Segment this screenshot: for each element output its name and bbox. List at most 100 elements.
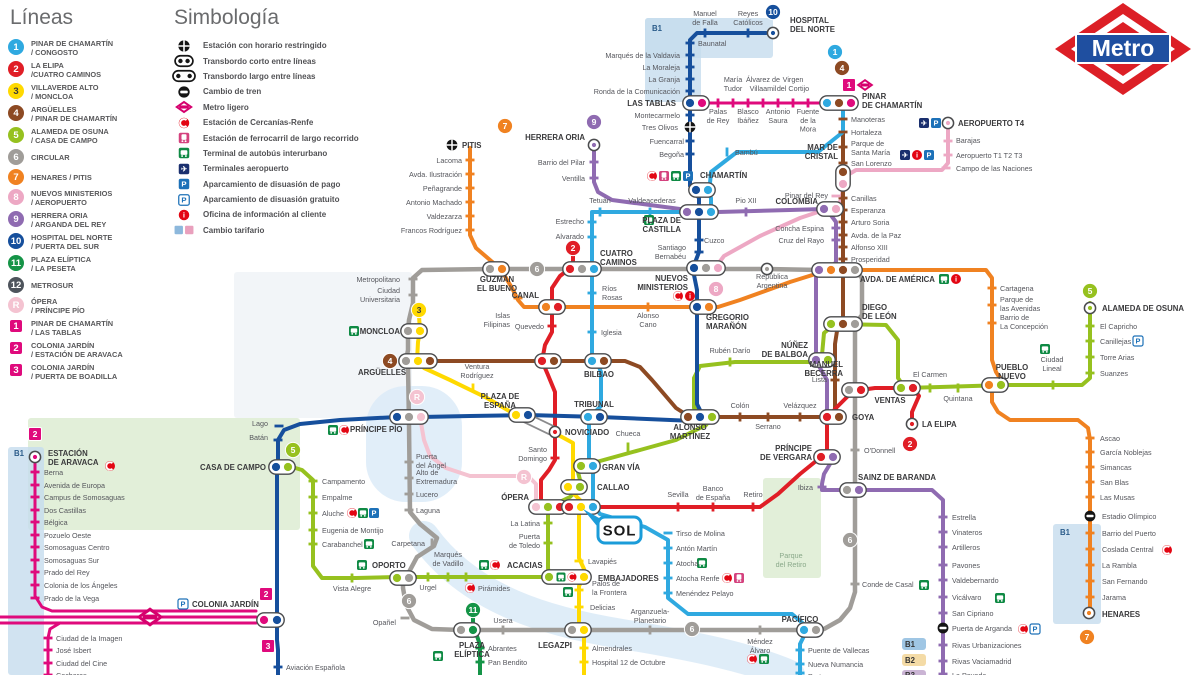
station-tick (943, 139, 953, 143)
interchange (562, 261, 602, 277)
interchange (796, 622, 824, 638)
bus-icon (671, 171, 681, 181)
station-tick (838, 196, 848, 200)
station-tick (938, 595, 948, 599)
svg-text:2: 2 (33, 429, 38, 439)
station-tick (938, 672, 948, 675)
legend-symbol-name: Terminales aeropuerto (203, 164, 289, 174)
station-label: PITIS (462, 141, 482, 150)
station-tick (1085, 595, 1095, 599)
pp-icon: P (369, 508, 379, 518)
pf-icon: P (1132, 335, 1144, 347)
bus-icon (349, 326, 359, 336)
station-tick (694, 238, 704, 242)
legend-line-name: ARGÜELLES/ PINAR DE CHAMARTÍN (31, 105, 118, 123)
station-tick (838, 245, 848, 249)
station-tick (663, 591, 673, 595)
station-tick (400, 616, 410, 620)
station-tick (465, 200, 475, 204)
station-tick (408, 277, 418, 281)
interchange (400, 323, 428, 339)
interchange (893, 380, 921, 396)
station-tick (1085, 450, 1095, 454)
station-tick (716, 98, 720, 108)
station-label: ARGÜELLES (358, 368, 406, 377)
station-label: Batán (249, 433, 268, 442)
svg-text:P: P (372, 509, 377, 518)
station-label: San Lorenzo (851, 159, 892, 168)
station-tick (475, 660, 485, 664)
line-badge: 3 (261, 639, 275, 653)
renfe-icon (567, 572, 577, 582)
legend-line-name: LA ELIPA/CUATRO CAMINOS (31, 61, 102, 79)
interchange (573, 458, 601, 474)
station-tick (725, 147, 729, 157)
station-label: Chueca (616, 429, 641, 438)
info-icon: i (685, 291, 695, 301)
station-tick (574, 559, 584, 563)
station-tick (587, 220, 597, 224)
tchange-icon (178, 86, 190, 98)
station-tick (798, 412, 802, 422)
station-label: Montecarmelo (634, 111, 680, 120)
station-tick (1085, 547, 1095, 551)
station-label: Sevilla (667, 490, 688, 499)
interchange (534, 353, 562, 369)
svg-text:i: i (916, 151, 918, 160)
station-label: Tres Olivos (642, 123, 678, 132)
mllogo-icon (856, 79, 874, 91)
legend-symbol-name: Metro ligero (203, 102, 249, 112)
station-label: CASA DE CAMPO (200, 463, 266, 472)
station-label: José Isbert (56, 646, 91, 655)
station-label: Lacoma (436, 156, 462, 165)
legend-line-badge: 6 (8, 149, 24, 165)
station-tick (465, 228, 475, 232)
station-tick (938, 515, 948, 519)
svg-text:1: 1 (833, 47, 838, 57)
pp-icon: P (683, 171, 693, 181)
station-tick (1085, 563, 1095, 567)
bus-icon (995, 593, 1005, 603)
station-tick (308, 511, 318, 515)
station-label: La Moraleja (642, 63, 680, 72)
station-tick (838, 117, 848, 121)
station-tick (587, 330, 597, 334)
bus-icon (364, 539, 374, 549)
station-tick (766, 412, 770, 422)
station-label: Nueva Numancia (808, 660, 863, 669)
legend-symbol-item: Transbordo largo entre líneas (172, 70, 472, 83)
station-label: Pio XII (735, 196, 756, 205)
station-label: Marqués de la Valdavia (605, 51, 680, 60)
station-label: Rivas Vaciamadrid (952, 657, 1011, 666)
interchange (256, 612, 285, 628)
zone-area (645, 18, 701, 102)
station-tick (838, 233, 848, 237)
station-label: ALAMEDA DE OSUNA (1102, 304, 1184, 313)
station-tick (30, 558, 40, 562)
station-label: Estrecho (556, 217, 584, 226)
bus-icon (563, 587, 573, 597)
station-label: Lista (812, 375, 827, 384)
station-label: Bélgica (44, 518, 68, 527)
station-label: Opañel (373, 618, 397, 627)
station-label: Las Musas (1100, 493, 1135, 502)
svg-text:✈: ✈ (181, 165, 187, 174)
station-label: Quintana (943, 394, 972, 403)
station-label: Prado de la Vega (44, 594, 99, 603)
station-tick (938, 563, 948, 567)
station-label: AVDA. DE AMÉRICA (860, 275, 935, 284)
svg-text:4: 4 (840, 63, 845, 73)
station-tick (685, 89, 695, 93)
station-tick (694, 250, 704, 254)
